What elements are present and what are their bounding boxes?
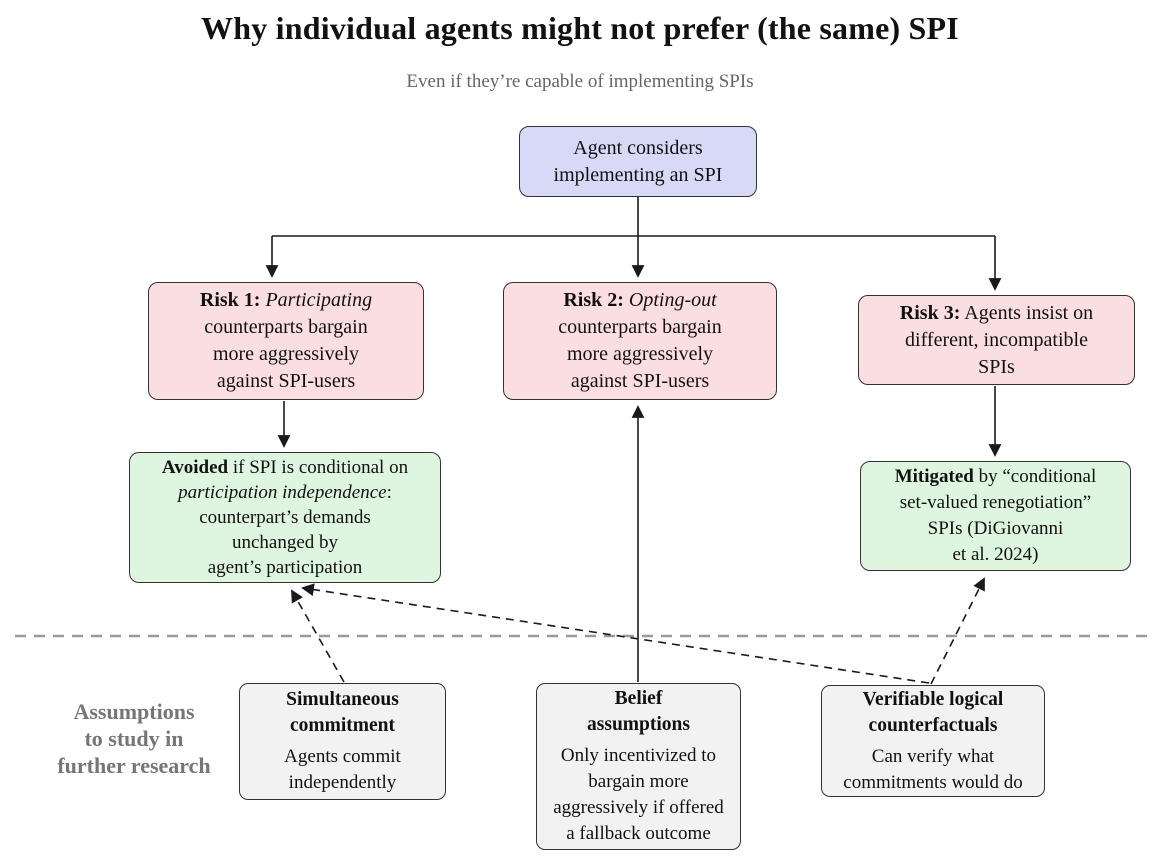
node-text-line: counterpart’s demands xyxy=(199,507,371,528)
risk-label: Risk 2: xyxy=(563,289,624,311)
node-title-line: Belief xyxy=(614,688,663,709)
dashed-arrow-verifiable-to-avoided xyxy=(301,583,930,684)
node-title-line: assumptions xyxy=(587,714,690,735)
node-text-line: against SPI-users xyxy=(216,370,356,392)
node-text-line: implementing an SPI xyxy=(553,163,723,186)
node-text-line: Only incentivized to xyxy=(560,745,717,766)
node-text-line: et al. 2024) xyxy=(952,544,1039,565)
arrow-trunk-and-crossbar xyxy=(272,197,995,237)
risk-emphasis: Opting-out xyxy=(628,289,717,311)
mitigation-text: if SPI is conditional on xyxy=(232,457,409,478)
node-text-line: participation independence: xyxy=(178,480,392,505)
node-text-line: Risk 3: Agents insist on xyxy=(900,300,1093,327)
node-risk-2: Risk 2: Opting-out counterparts bargain … xyxy=(503,282,777,400)
node-text-line: agent’s participation xyxy=(207,557,363,578)
risk-emphasis: Participating xyxy=(265,289,373,311)
label-line: to study in xyxy=(84,726,184,751)
node-text-line: counterparts bargain xyxy=(204,316,368,338)
node-text-line: a fallback outcome xyxy=(566,823,711,844)
node-text-line: aggressively if offered xyxy=(553,797,724,818)
node-text-line: commitments would do xyxy=(843,771,1023,793)
node-text-line: different, incompatible xyxy=(905,328,1088,351)
diagram-title: Why individual agents might not prefer (… xyxy=(201,10,959,46)
node-title-line: Simultaneous xyxy=(286,689,399,710)
label-line: further research xyxy=(57,753,211,778)
mitigation-label: Avoided xyxy=(161,457,229,478)
node-text-line: counterparts bargain xyxy=(558,316,722,338)
node-avoided-participation-independence: Avoided if SPI is conditional on partici… xyxy=(129,452,441,583)
node-risk-3: Risk 3: Agents insist on different, inco… xyxy=(858,295,1135,385)
node-text-line: Agents commit xyxy=(284,746,401,767)
node-text-line: Risk 1: Participating xyxy=(200,287,372,314)
node-simultaneous-commitment: Simultaneous commitment Agents commit in… xyxy=(239,683,446,800)
node-text-line: against SPI-users xyxy=(570,370,710,392)
node-agent-considers-spi: Agent considers implementing an SPI xyxy=(519,126,757,197)
diagram-subtitle: Even if they’re capable of implementing … xyxy=(406,71,754,92)
node-text-line: SPIs (DiGiovanni xyxy=(927,518,1064,539)
node-belief-assumptions: Belief assumptions Only incentivized to … xyxy=(536,683,741,850)
node-text-line: Can verify what xyxy=(871,745,995,767)
node-text-line: Avoided if SPI is conditional on xyxy=(162,455,408,480)
node-text-line: set-valued renegotiation” xyxy=(899,492,1092,513)
node-text-line: Mitigated by “conditional xyxy=(895,464,1097,490)
node-text-line: more aggressively xyxy=(566,343,714,365)
node-risk-1: Risk 1: Participating counterparts barga… xyxy=(148,282,424,400)
mitigation-text: : xyxy=(386,482,392,503)
node-mitigated-set-valued-renegotiation: Mitigated by “conditional set-valued ren… xyxy=(860,461,1131,571)
dashed-arrow-verifiable-to-mitigated xyxy=(930,577,985,685)
node-text-line: Risk 2: Opting-out xyxy=(563,287,716,314)
node-text-line: unchanged by xyxy=(231,532,339,553)
mitigation-text: by “conditional xyxy=(978,466,1097,487)
node-title-line: commitment xyxy=(289,715,396,736)
assumptions-section-label: Assumptions to study in further research xyxy=(18,698,250,779)
node-text-line: Agent considers xyxy=(573,136,703,159)
node-title-line: Verifiable logical xyxy=(862,688,1004,710)
node-text-line: bargain more xyxy=(588,771,689,792)
label-line: Assumptions xyxy=(73,699,195,724)
dashed-arrow-simultaneous-to-avoided xyxy=(291,589,345,683)
node-text-line: SPIs xyxy=(978,355,1015,378)
node-verifiable-logical-counterfactuals: Verifiable logical counterfactuals Can v… xyxy=(821,685,1045,797)
risk-label: Risk 1: xyxy=(199,289,261,311)
risk-text: Agents insist on xyxy=(964,301,1094,324)
mitigation-emphasis: participation independence xyxy=(178,482,387,503)
mitigation-label: Mitigated xyxy=(894,466,974,487)
node-text-line: independently xyxy=(288,772,397,793)
node-title-line: counterfactuals xyxy=(868,714,998,736)
node-text-line: more aggressively xyxy=(212,343,360,365)
risk-label: Risk 3: xyxy=(899,301,961,324)
